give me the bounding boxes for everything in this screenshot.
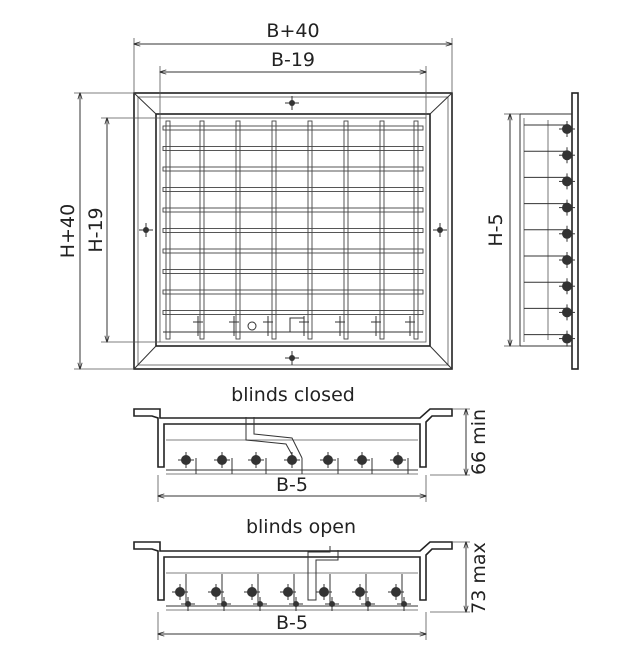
pivot-screw-icon	[288, 596, 304, 612]
open-blade-pivots	[171, 574, 412, 612]
dim-height-inner: H-19	[85, 207, 107, 252]
pivot-knob-icon	[353, 451, 371, 469]
mechanism-lever	[289, 317, 305, 333]
pivot-knob-icon	[213, 451, 231, 469]
horizontal-blades	[162, 125, 424, 315]
dim-open-depth: 73 max	[468, 542, 490, 614]
horizontal-blade	[162, 310, 424, 315]
horizontal-blade	[162, 207, 424, 213]
horizontal-blade	[162, 166, 424, 172]
vertical-blade	[271, 120, 277, 340]
pivot-screw-icon	[396, 596, 412, 612]
mechanism-lever	[247, 321, 257, 331]
caption-blinds-closed: blinds closed	[231, 384, 355, 406]
pivot-screw-icon	[360, 596, 376, 612]
side-flange	[571, 92, 579, 370]
section-blinds-closed: B-5 66 min	[133, 408, 490, 502]
pivot-knob-icon	[177, 451, 195, 469]
horizontal-blade	[162, 187, 424, 192]
horizontal-blade	[162, 125, 424, 131]
pivot-screw-icon	[216, 596, 232, 612]
horizontal-blade	[162, 289, 424, 295]
dim-open-width: B-5	[276, 612, 308, 634]
vertical-blade	[413, 120, 419, 340]
outer-frame	[133, 92, 453, 370]
vertical-blades	[165, 120, 419, 340]
dim-width-outer: B+40	[266, 20, 319, 42]
horizontal-blade	[162, 248, 424, 254]
pivot-knob-icon	[247, 451, 265, 469]
pivot-knob-icon	[389, 451, 407, 469]
caption-blinds-open: blinds open	[246, 516, 356, 538]
dim-height-outer: H+40	[57, 204, 79, 258]
mounting-screw-icon	[138, 222, 154, 238]
closed-blade-pivots	[177, 451, 409, 474]
mounting-screw-icon	[284, 95, 300, 111]
vertical-blade	[199, 120, 205, 340]
blade-mechanism	[163, 316, 423, 336]
front-view	[133, 92, 453, 370]
vertical-blade	[343, 120, 349, 340]
vertical-blade	[379, 120, 385, 340]
dim-closed-width: B-5	[276, 474, 308, 496]
horizontal-blade	[162, 146, 424, 151]
horizontal-blade	[162, 269, 424, 274]
vertical-blade	[307, 120, 313, 340]
mounting-screw-icon	[284, 350, 300, 366]
vertical-blade	[235, 120, 241, 340]
front-dimensions: B+40 B-19 H+40 H-19	[57, 20, 452, 369]
horizontal-blade	[162, 228, 424, 233]
pivot-screw-icon	[252, 596, 268, 612]
pivot-screw-icon	[180, 596, 196, 612]
dim-closed-depth: 66 min	[468, 409, 490, 475]
section-blinds-open: B-5 73 max	[133, 541, 490, 640]
pivot-knob-icon	[319, 451, 337, 469]
side-view: H-5	[485, 92, 579, 370]
vertical-blade	[165, 120, 171, 340]
pivot-knob-icon	[283, 451, 301, 469]
pivot-screw-icon	[324, 596, 340, 612]
inner-frame	[155, 113, 431, 347]
dim-side-height: H-5	[485, 213, 507, 246]
dim-width-inner: B-19	[271, 49, 315, 71]
mounting-screw-icon	[432, 222, 448, 238]
side-blade-pivots	[524, 120, 576, 348]
